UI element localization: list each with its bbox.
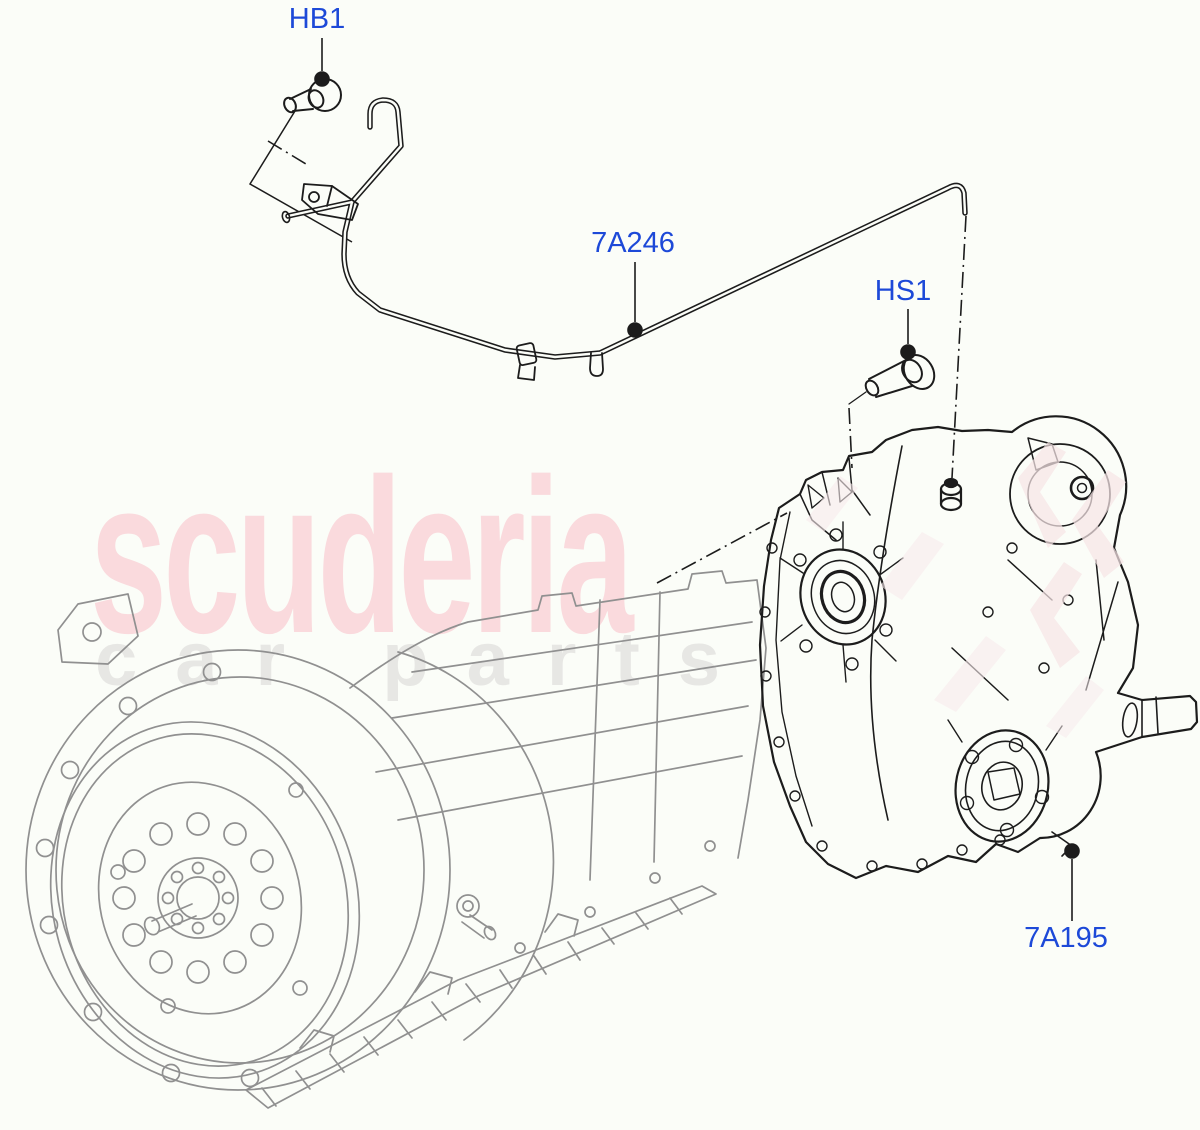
transmission-drawing [25, 570, 767, 1109]
callout-dot-7a246 [627, 322, 643, 338]
bolt-to-case-centerline [848, 407, 853, 469]
callout-hb1[interactable] [314, 38, 330, 87]
callout-hs1[interactable] [900, 309, 916, 360]
part-number-label-7a195[interactable]: 7A195 [1024, 922, 1108, 954]
part-bolt-hs1 [848, 354, 936, 405]
callout-dot-7a195 [1064, 843, 1080, 859]
assembly-centerlines [267, 140, 967, 584]
callout-7a195[interactable] [1064, 843, 1080, 921]
part-fluid-tube-7a246 [281, 97, 968, 381]
rear-output-flange [954, 729, 1050, 843]
grommet-pointer-lines [248, 110, 353, 243]
part-number-label-7a246[interactable]: 7A246 [591, 227, 675, 259]
callout-dot-hs1 [900, 344, 916, 360]
callout-leaders [314, 38, 1080, 921]
case-to-transmission-centerline [656, 512, 788, 584]
watermark-logo-overlay [806, 442, 1126, 738]
watermark-tagline-text: car parts [95, 617, 759, 702]
vent-plug [939, 477, 963, 512]
callout-7a246[interactable] [627, 262, 643, 338]
callout-dot-hb1 [314, 71, 330, 87]
tube-bracket [301, 183, 359, 221]
tube-clip [515, 342, 538, 381]
part-number-label-hb1[interactable]: HB1 [288, 3, 346, 35]
watermark-brand-text: scuderia [90, 433, 634, 679]
tube-to-case-centerline [951, 215, 967, 479]
tube-hook [589, 352, 604, 377]
part-number-label-hs1[interactable]: HS1 [874, 275, 932, 307]
part-grommet-hb1 [283, 78, 342, 114]
